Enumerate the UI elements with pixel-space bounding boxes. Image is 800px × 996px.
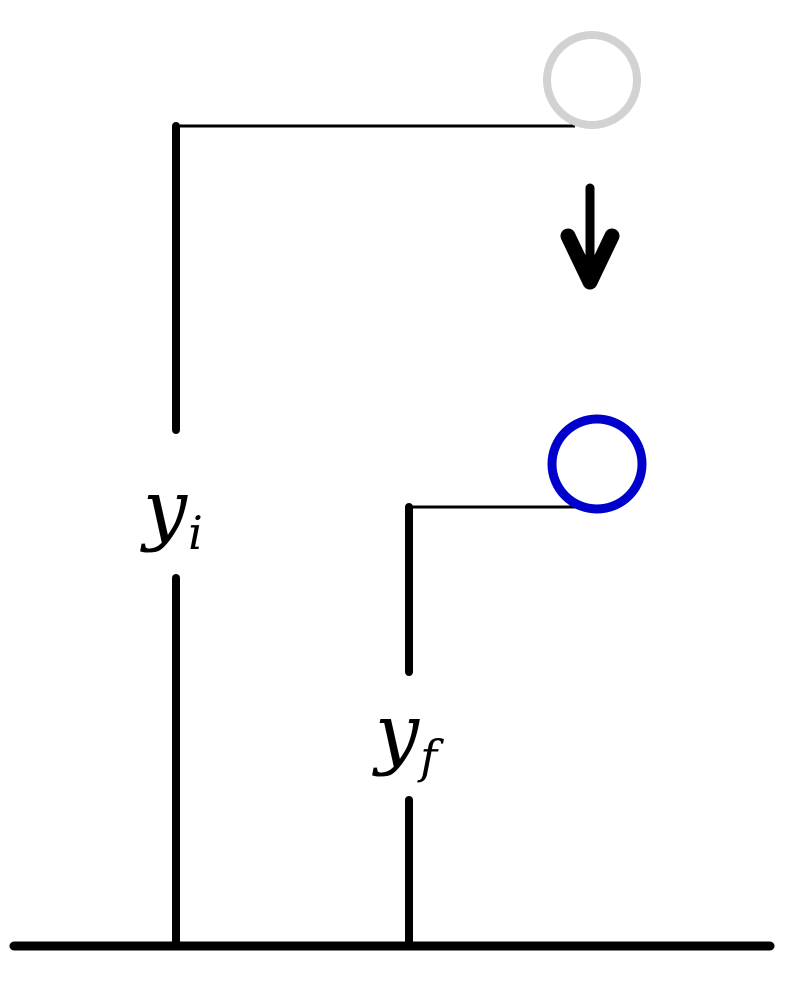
initial-height-label-subscript: i bbox=[188, 505, 203, 560]
final-height-label-base: y bbox=[375, 688, 419, 778]
downward-motion-arrow-head bbox=[560, 228, 620, 290]
initial-height-label: yi bbox=[143, 470, 203, 556]
initial-position-ball bbox=[543, 31, 641, 129]
final-height-label: yf bbox=[375, 694, 437, 780]
final-position-ball bbox=[547, 414, 647, 514]
initial-height-label-base: y bbox=[143, 464, 187, 554]
final-height-label-subscript: f bbox=[420, 729, 438, 784]
